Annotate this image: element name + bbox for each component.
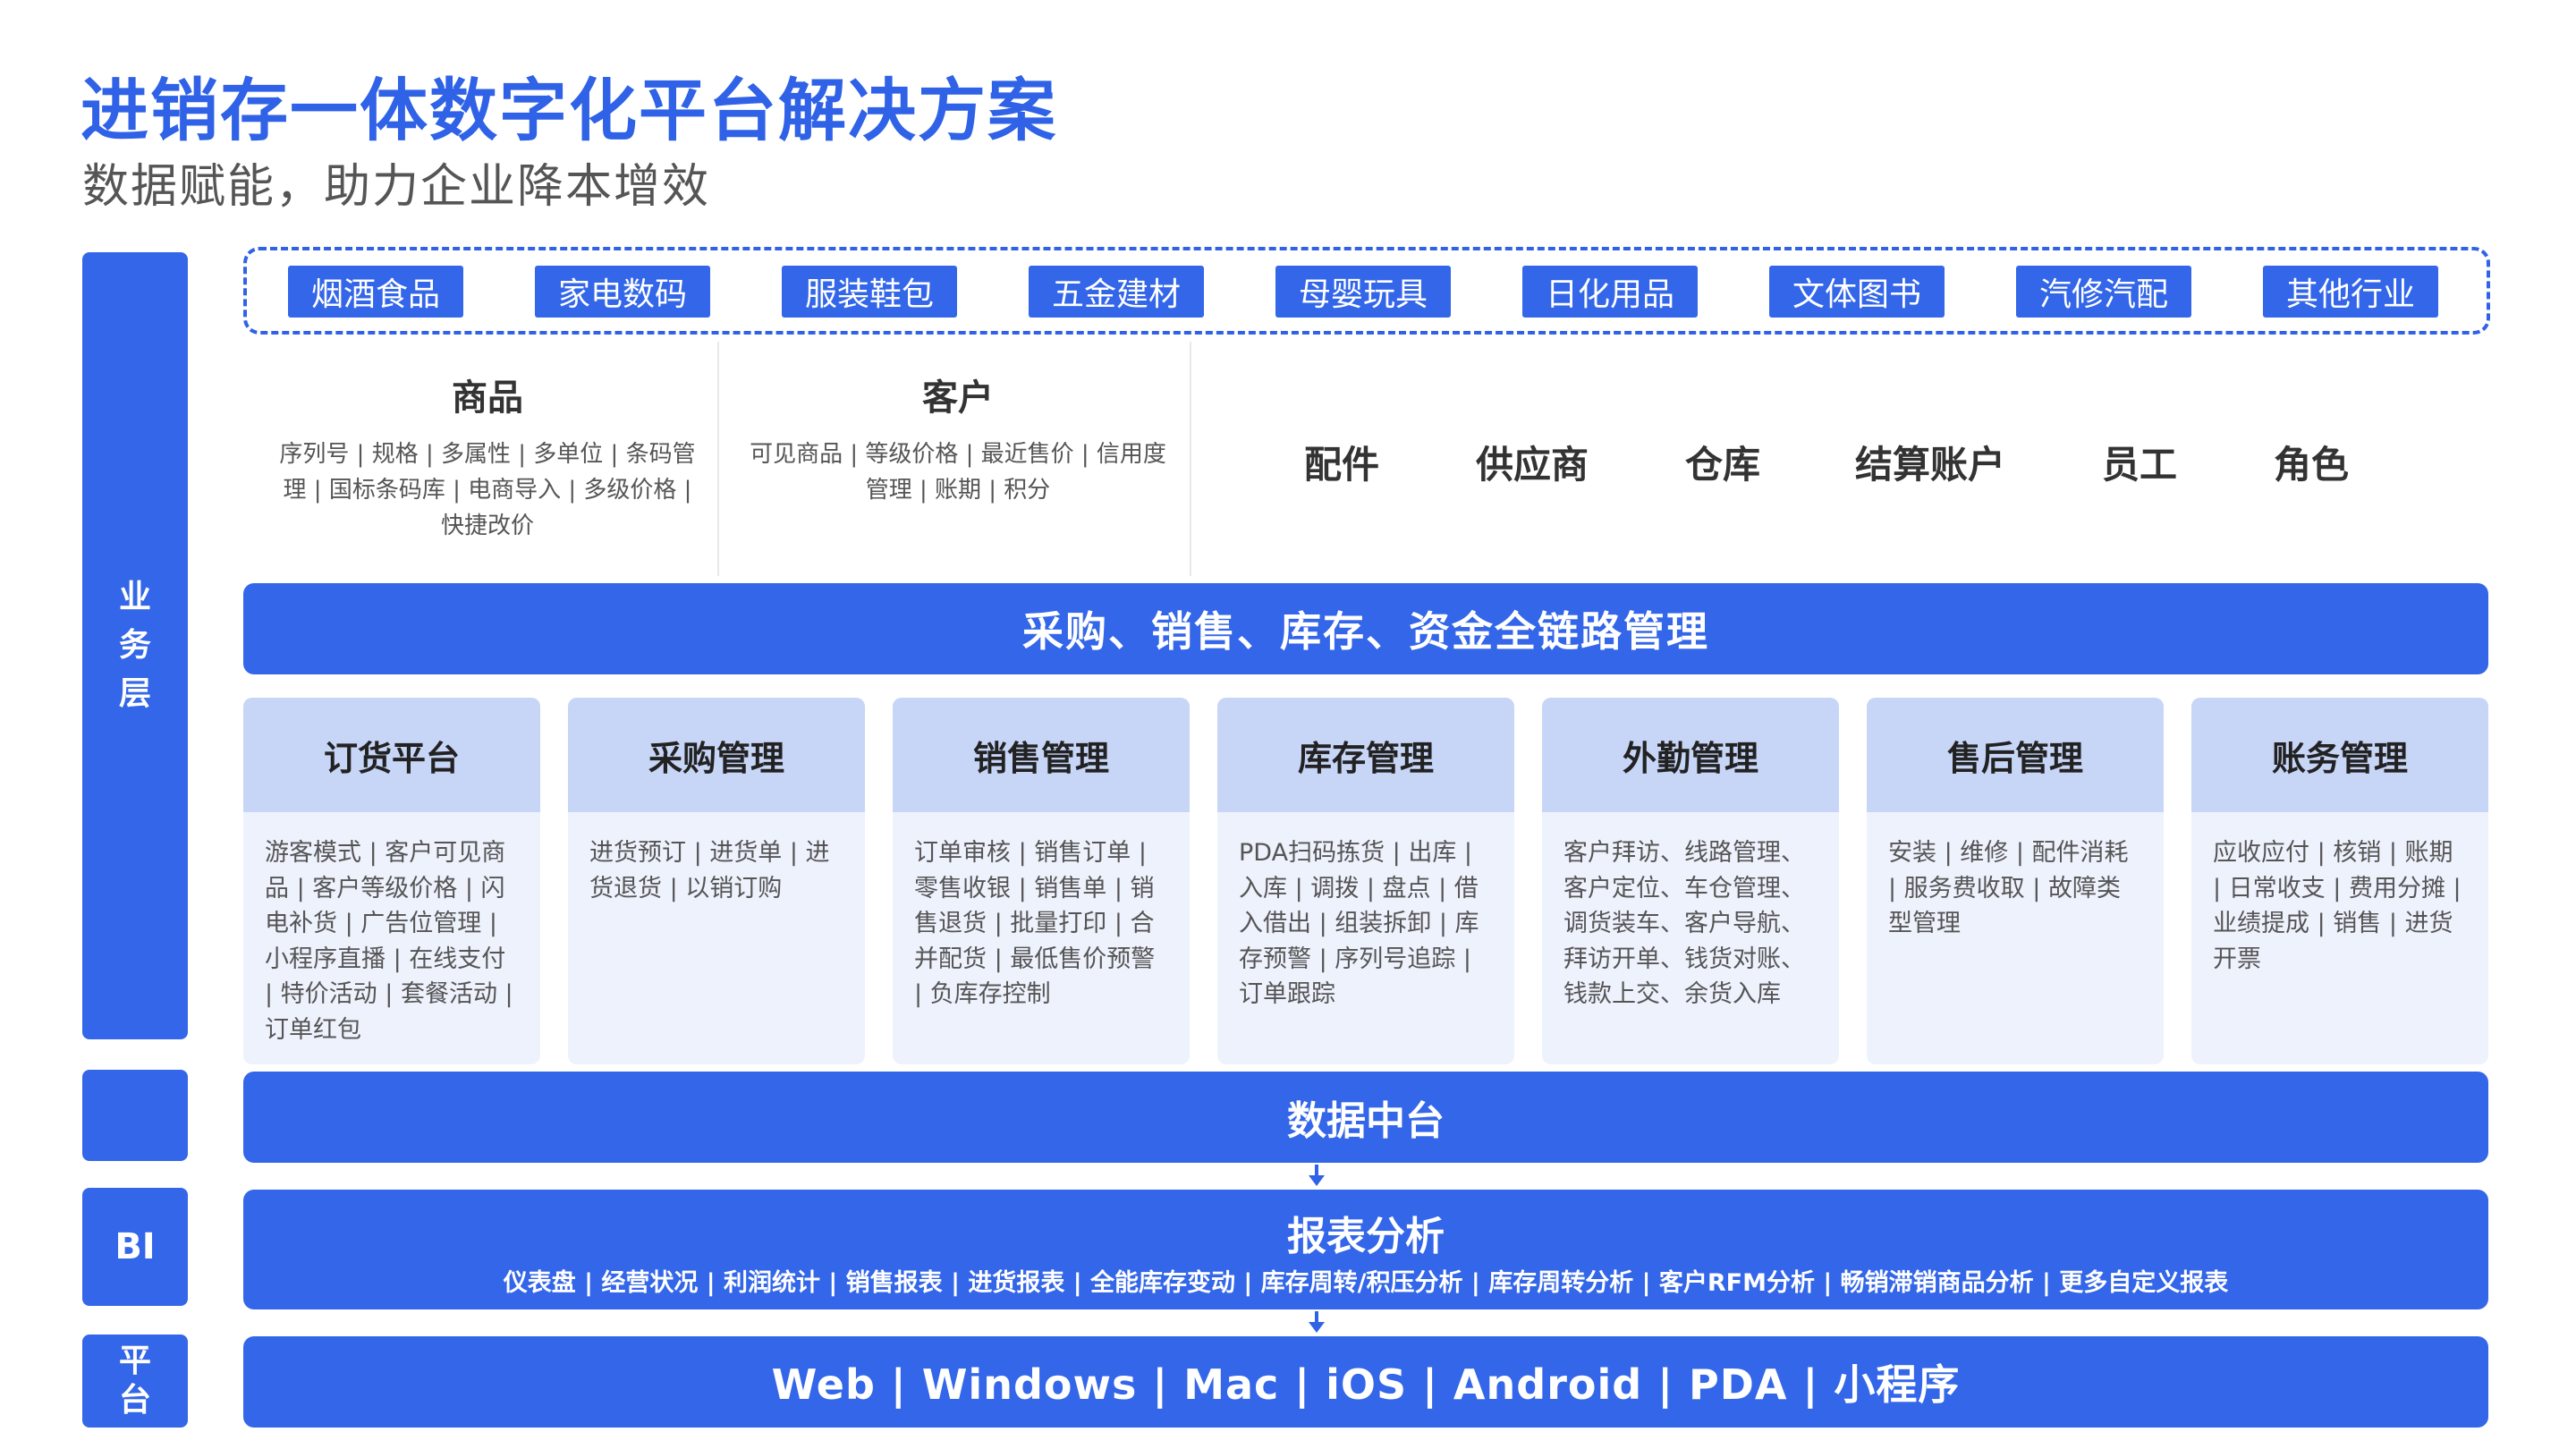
- down-arrow-icon: [1309, 1175, 1325, 1186]
- module-card-inventory[interactable]: 库存管理 PDA扫码拣货 | 出库 | 入库 | 调拨 | 盘点 | 借入借出 …: [1217, 698, 1514, 1064]
- module-card-title: 库存管理: [1217, 698, 1514, 812]
- industry-tag[interactable]: 烟酒食品: [288, 266, 463, 318]
- report-title: 报表分析: [1287, 1214, 1445, 1259]
- page-title: 进销存一体数字化平台解决方案: [80, 71, 1057, 150]
- goods-title: 商品: [452, 377, 523, 419]
- report-analysis-band: 报表分析 仪表盘 | 经营状况 | 利润统计 | 销售报表 | 进货报表 | 全…: [243, 1190, 2488, 1309]
- entity-parts: 配件: [1304, 443, 1380, 487]
- module-card-finance[interactable]: 账务管理 应收应付 | 核销 | 账期 | 日常收支 | 费用分摊 | 业绩提成…: [2191, 698, 2488, 1064]
- module-card-ordering[interactable]: 订货平台 游客模式 | 客户可见商品 | 客户等级价格 | 闪电补货 | 广告位…: [243, 698, 540, 1064]
- module-card-desc: 订单审核 | 销售订单 | 零售收银 | 销售单 | 销售退货 | 批量打印 |…: [914, 839, 1156, 1008]
- flow-arrow-line: [1315, 1311, 1318, 1324]
- module-card-sales[interactable]: 销售管理 订单审核 | 销售订单 | 零售收银 | 销售单 | 销售退货 | 批…: [893, 698, 1190, 1064]
- module-card-field[interactable]: 外勤管理 客户拜访、线路管理、客户定位、车仓管理、调货装车、客户导航、拜访开单、…: [1542, 698, 1839, 1064]
- module-card-purchase[interactable]: 采购管理 进货预订 | 进货单 | 进货退货 | 以销订购: [568, 698, 865, 1064]
- industry-frame: [243, 247, 2490, 335]
- chain-management-band: 采购、销售、库存、资金全链路管理: [243, 583, 2488, 674]
- down-arrow-icon: [1309, 1322, 1325, 1333]
- module-card-desc: 游客模式 | 客户可见商品 | 客户等级价格 | 闪电补货 | 广告位管理 | …: [265, 839, 513, 1044]
- page-subtitle: 数据赋能，助力企业降本增效: [82, 160, 711, 214]
- customer-desc: 可见商品 | 等级价格 | 最近售价 | 信用度管理 | 账期 | 积分: [750, 441, 1166, 504]
- module-card-title: 售后管理: [1867, 698, 2164, 812]
- module-card-title: 采购管理: [568, 698, 865, 812]
- goods-desc: 序列号 | 规格 | 多属性 | 多单位 | 条码管理 | 国标条码库 | 电商…: [279, 441, 696, 539]
- entity-role: 角色: [2274, 443, 2350, 487]
- flow-arrow-line: [1315, 1165, 1318, 1177]
- module-card-title: 订货平台: [243, 698, 540, 812]
- module-card-aftersales[interactable]: 售后管理 安装 | 维修 | 配件消耗 | 服务费收取 | 故障类型管理: [1867, 698, 2164, 1064]
- data-platform-band: 数据中台: [243, 1072, 2488, 1163]
- module-card-desc: 客户拜访、线路管理、客户定位、车仓管理、调货装车、客户导航、拜访开单、钱货对账、…: [1563, 839, 1805, 1008]
- entity-warehouse: 仓库: [1685, 443, 1761, 487]
- industry-tag[interactable]: 服装鞋包: [782, 266, 957, 318]
- industry-tag[interactable]: 汽修汽配: [2016, 266, 2191, 318]
- customer-title: 客户: [922, 377, 994, 419]
- entity-employee: 员工: [2102, 443, 2178, 487]
- side-label-platform: 平 台: [82, 1335, 188, 1428]
- industry-tag[interactable]: 母婴玩具: [1275, 266, 1451, 318]
- side-label-bi: BI: [82, 1188, 188, 1306]
- platform-band: Web | Windows | Mac | iOS | Android | PD…: [243, 1336, 2488, 1428]
- side-label-business: 业 务 层: [82, 252, 188, 1039]
- module-card-desc: PDA扫码拣货 | 出库 | 入库 | 调拨 | 盘点 | 借入借出 | 组装拆…: [1239, 839, 1479, 1008]
- industry-tag[interactable]: 五金建材: [1029, 266, 1204, 318]
- module-divider: [1190, 342, 1191, 576]
- entity-supplier: 供应商: [1476, 443, 1589, 487]
- module-card-title: 外勤管理: [1542, 698, 1839, 812]
- module-card-title: 销售管理: [893, 698, 1190, 812]
- industry-tag[interactable]: 其他行业: [2263, 266, 2438, 318]
- module-card-desc: 进货预订 | 进货单 | 进货退货 | 以销订购: [589, 839, 830, 902]
- module-card-desc: 安装 | 维修 | 配件消耗 | 服务费收取 | 故障类型管理: [1888, 839, 2129, 937]
- module-divider: [717, 342, 719, 576]
- industry-tag[interactable]: 文体图书: [1769, 266, 1945, 318]
- industry-tag[interactable]: 日化用品: [1522, 266, 1698, 318]
- module-card-desc: 应收应付 | 核销 | 账期 | 日常收支 | 费用分摊 | 业绩提成 | 销售…: [2213, 839, 2462, 973]
- entity-settlement-account: 结算账户: [1855, 443, 2006, 487]
- side-label-blank: [82, 1070, 188, 1161]
- module-card-title: 账务管理: [2191, 698, 2488, 812]
- industry-tag[interactable]: 家电数码: [535, 266, 710, 318]
- report-items: 仪表盘 | 经营状况 | 利润统计 | 销售报表 | 进货报表 | 全能库存变动…: [503, 1269, 2229, 1297]
